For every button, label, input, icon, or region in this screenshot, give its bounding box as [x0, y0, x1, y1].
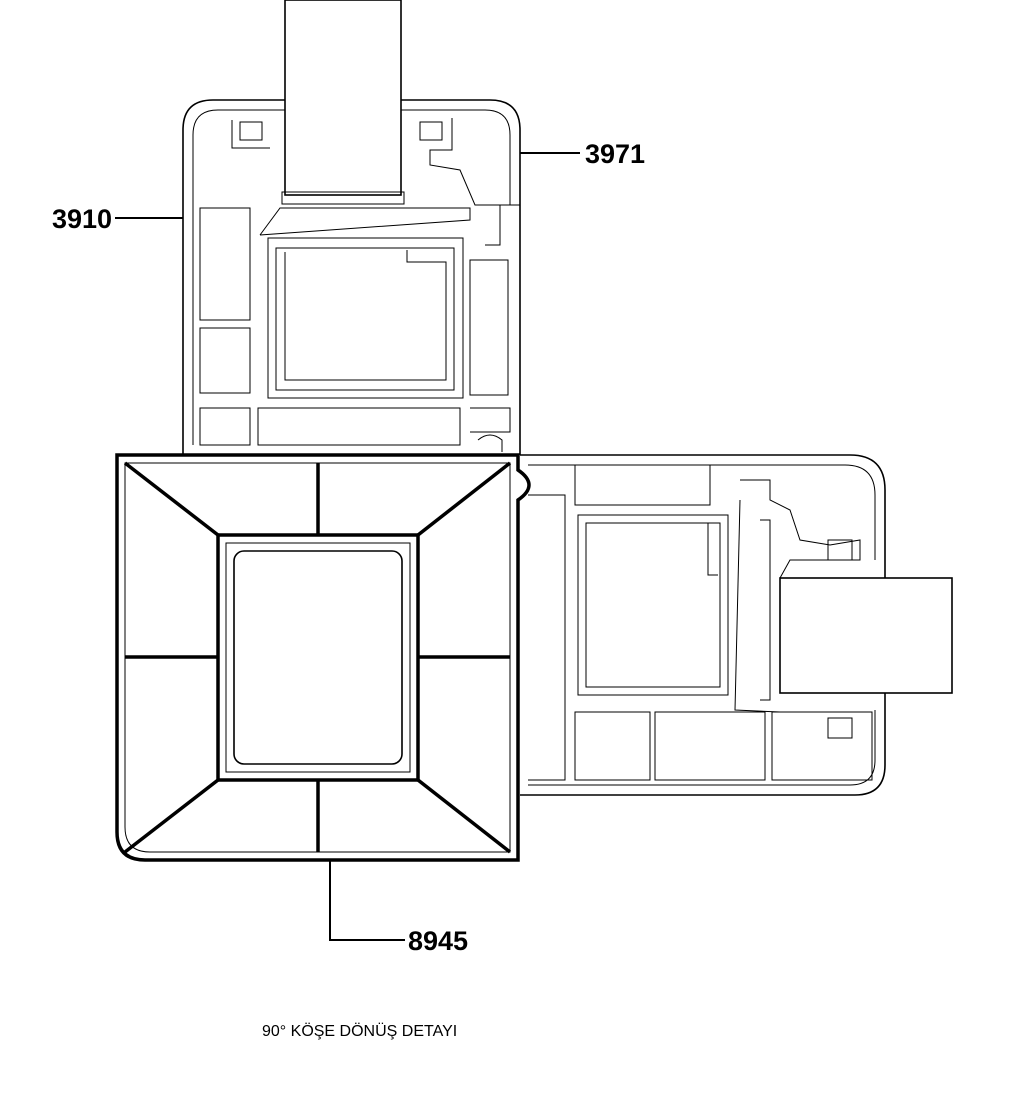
label-3910: 3910	[52, 204, 112, 234]
leader-line-8945	[329, 860, 405, 941]
right-glass-pane	[779, 577, 953, 694]
label-3971: 3971	[585, 139, 645, 169]
label-8945: 8945	[408, 926, 468, 956]
top-glass-pane	[284, 0, 402, 196]
drawing-caption: 90° KÖŞE DÖNÜŞ DETAYI	[262, 1022, 457, 1040]
corner-post	[115, 453, 531, 862]
top-profile	[182, 0, 521, 455]
right-profile	[520, 454, 953, 796]
